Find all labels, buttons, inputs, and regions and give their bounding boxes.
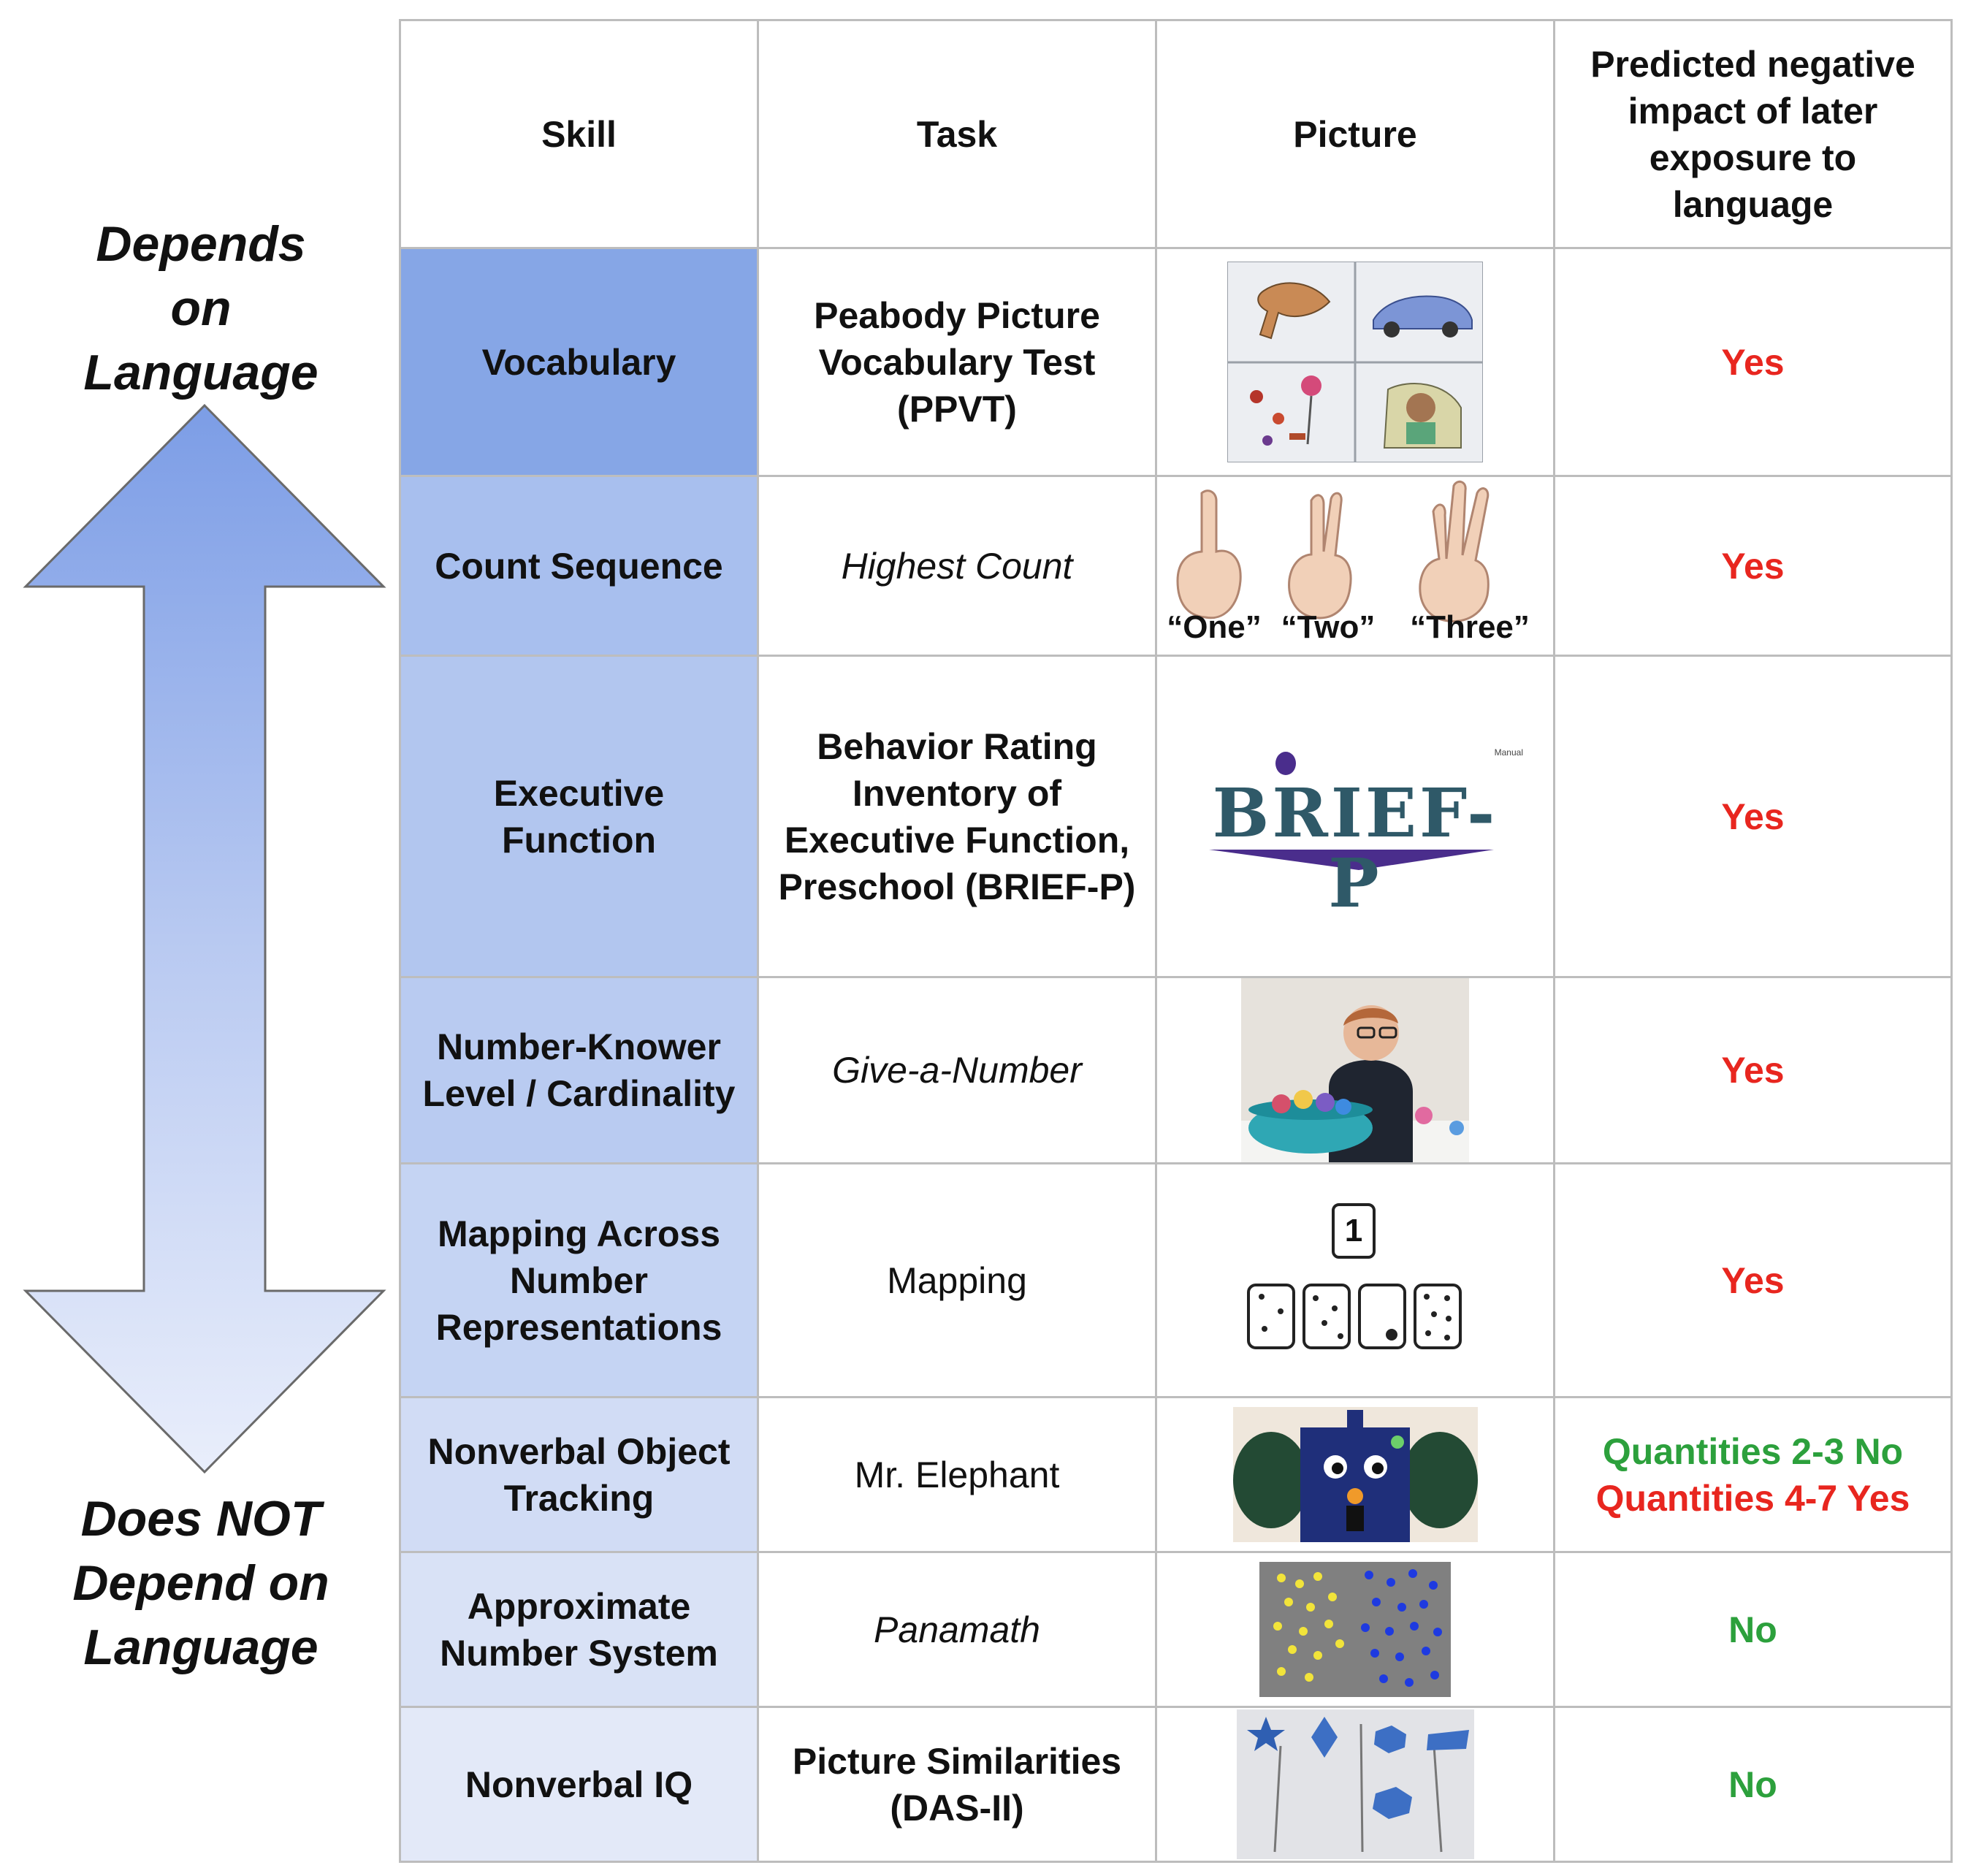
ppvt-picture-grid-icon xyxy=(1227,262,1483,462)
table-row: Count Sequence Highest Count “One” “Two”… xyxy=(399,475,1953,657)
skill-cell: Number-Knower Level / Cardinality xyxy=(399,976,759,1164)
impact-cell: No xyxy=(1553,1706,1953,1863)
shape-similarity-cards-icon xyxy=(1236,1709,1474,1859)
task-cell: Panamath xyxy=(757,1551,1157,1708)
header-skill: Skill xyxy=(399,19,759,249)
task-cell: Mapping xyxy=(757,1162,1157,1398)
picture-cell xyxy=(1155,247,1555,477)
table-row: Executive Function Behavior Rating Inven… xyxy=(399,655,1953,978)
skill-cell: Vocabulary xyxy=(399,247,759,477)
counting-hands-icon xyxy=(1176,480,1490,622)
table-row: Mapping Across Number Representations Ma… xyxy=(399,1162,1953,1398)
header-task: Task xyxy=(757,19,1157,249)
task-cell: Behavior Rating Inventory of Executive F… xyxy=(757,655,1157,978)
task-cell: Peabody Picture Vocabulary Test (PPVT) xyxy=(757,247,1157,477)
picture-cell: BRIEF-P Manual xyxy=(1155,655,1555,978)
task-cell: Picture Similarities (DAS-II) xyxy=(757,1706,1157,1863)
impact-cell: Yes xyxy=(1553,1162,1953,1398)
brief-p-logo-text: BRIEF-P xyxy=(1212,773,1498,923)
dot-cards-icon xyxy=(1247,1283,1462,1349)
skill-cell: Count Sequence xyxy=(399,475,759,657)
header-picture: Picture xyxy=(1155,19,1555,249)
skill-cell: Nonverbal Object Tracking xyxy=(399,1396,759,1553)
table-row: Approximate Number System Panamath xyxy=(399,1551,1953,1708)
caption-two: “Two” xyxy=(1281,609,1376,645)
skill-cell: Mapping Across Number Representations xyxy=(399,1162,759,1398)
number-card: 1 xyxy=(1332,1202,1376,1259)
impact-cell: Quantities 2-3 No Quantities 4-7 Yes xyxy=(1553,1396,1953,1553)
picture-cell xyxy=(1155,1551,1555,1708)
picture-cell xyxy=(1155,1706,1555,1863)
impact-cell: Yes xyxy=(1553,247,1953,477)
panamath-dots-icon xyxy=(1259,1562,1451,1697)
depends-on-language-label: Depends on Language xyxy=(83,216,319,400)
table-row: Nonverbal IQ Picture Similarities (DAS-I… xyxy=(399,1706,1953,1863)
picture-cell: 1 xyxy=(1155,1162,1555,1398)
caption-one: “One” xyxy=(1167,609,1262,645)
impact-cell: Yes xyxy=(1553,655,1953,978)
task-cell: Mr. Elephant xyxy=(757,1396,1157,1553)
impact-cell: No xyxy=(1553,1551,1953,1708)
skill-cell: Nonverbal IQ xyxy=(399,1706,759,1863)
table-header-row: Skill Task Picture Predicted negative im… xyxy=(399,19,1953,249)
skill-cell: Executive Function xyxy=(399,655,759,978)
picture-cell xyxy=(1155,976,1555,1164)
table-row: Vocabulary Peabody Picture Vocabulary Te… xyxy=(399,247,1953,477)
mr-elephant-box-icon xyxy=(1232,1407,1478,1542)
skills-table: Skill Task Picture Predicted negative im… xyxy=(399,19,1953,1863)
brief-p-manual-text: Manual xyxy=(1494,747,1523,758)
brief-p-logo-icon xyxy=(1209,751,1494,870)
double-headed-arrow-icon xyxy=(23,403,386,1474)
impact-cell: Yes xyxy=(1553,475,1953,657)
caption-three: “Three” xyxy=(1410,609,1530,645)
brief-p-logo: BRIEF-P Manual xyxy=(1187,747,1523,918)
counting-hands: “One” “Two” “Three” xyxy=(1162,478,1549,654)
picture-cell: “One” “Two” “Three” xyxy=(1155,475,1555,657)
skill-cell: Approximate Number System xyxy=(399,1551,759,1708)
does-not-depend-on-language-label: Does NOT Depend on Language xyxy=(72,1491,329,1675)
child-with-bowl-photo-icon xyxy=(1241,978,1469,1162)
table-row: Number-Knower Level / Cardinality Give-a… xyxy=(399,976,1953,1164)
language-dependence-axis: Depends on Language Does NOT Depend on L… xyxy=(0,0,398,1876)
picture-cell xyxy=(1155,1396,1555,1553)
header-impact: Predicted negative impact of later expos… xyxy=(1553,19,1953,249)
task-cell: Highest Count xyxy=(757,475,1157,657)
impact-cell: Yes xyxy=(1553,976,1953,1164)
table-row: Nonverbal Object Tracking Mr. Elephant Q… xyxy=(399,1396,1953,1553)
task-cell: Give-a-Number xyxy=(757,976,1157,1164)
number-mapping-cards: 1 xyxy=(1246,1200,1465,1361)
